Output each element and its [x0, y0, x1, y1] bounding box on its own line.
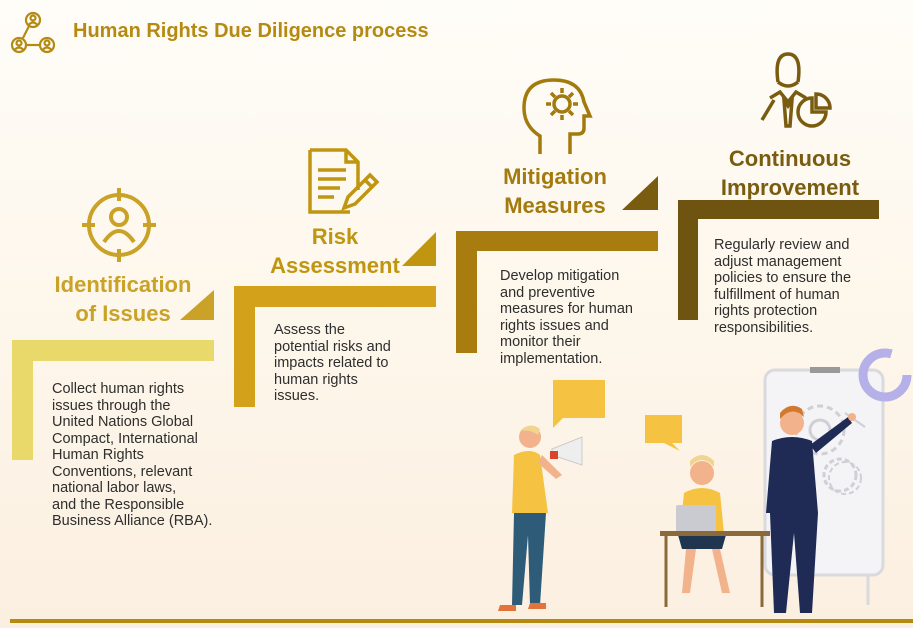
step-2-bar-horizontal [234, 286, 436, 307]
man-with-megaphone [498, 425, 583, 611]
speech-bubble-large [553, 380, 605, 428]
step-title-risk: Risk Assessment [270, 224, 400, 278]
step-1-bar-vertical [12, 340, 33, 460]
step-3-description: Develop mitigation and preventive measur… [500, 268, 633, 367]
step-1-corner-triangle [180, 290, 214, 320]
donut-ring [858, 348, 912, 402]
businessman-chart-icon [760, 52, 832, 128]
step-1-description: Collect human rights issues through the … [52, 381, 213, 529]
step-title-mitigation: Mitigation Measures [503, 164, 607, 218]
step-title-identification: Identification of Issues [54, 272, 192, 326]
step-4-bar-vertical [678, 200, 698, 320]
step-3-corner-triangle [622, 176, 658, 210]
step-2-description: Assess the potential risks and impacts r… [274, 322, 391, 404]
step-3-bar-horizontal [456, 231, 658, 251]
bottom-rule [10, 619, 913, 623]
step-3-bar-vertical [456, 231, 477, 353]
document-pen-icon [308, 148, 380, 214]
step-2-corner-triangle [402, 232, 436, 266]
step-1-bar-horizontal [12, 340, 214, 361]
head-gear-icon [522, 78, 593, 154]
page-title: Human Rights Due Diligence process [73, 20, 429, 42]
people-network-icon [10, 11, 56, 54]
man-presenting [766, 405, 856, 613]
step-title-continuous: Continuous Improvement [720, 146, 860, 200]
woman-with-laptop [660, 455, 770, 607]
step-2-bar-vertical [234, 286, 255, 407]
team-presentation-illustration [498, 348, 912, 613]
step-4-bar-horizontal [678, 200, 879, 219]
speech-bubble-small [645, 415, 682, 451]
step-4-description: Regularly review and adjust management p… [714, 237, 852, 336]
target-person-icon [82, 188, 156, 262]
